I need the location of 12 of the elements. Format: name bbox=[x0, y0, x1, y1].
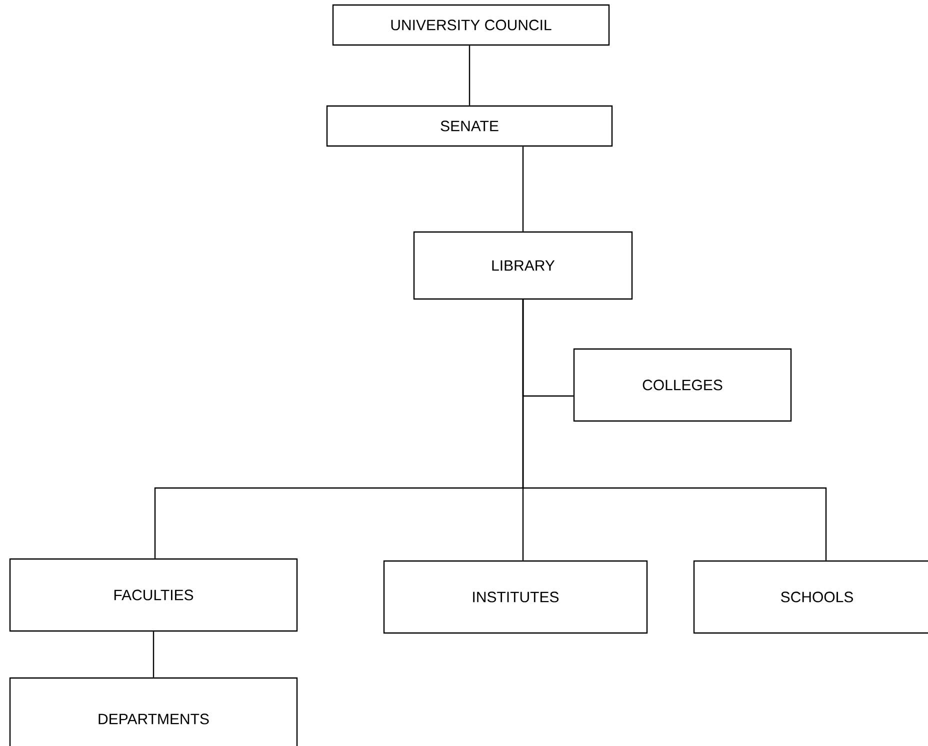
connector-line bbox=[152, 632, 154, 678]
org-box: FACULTIES bbox=[9, 558, 298, 632]
connector-line bbox=[522, 146, 524, 232]
org-box: SENATE bbox=[326, 105, 613, 147]
org-box: DEPARTMENTS bbox=[9, 677, 298, 746]
org-box: SCHOOLS bbox=[693, 560, 928, 634]
org-box: COLLEGES bbox=[573, 348, 792, 422]
org-box: UNIVERSITY COUNCIL bbox=[332, 4, 610, 46]
connector-line bbox=[468, 46, 470, 106]
connector-line bbox=[522, 300, 827, 560]
org-box: LIBRARY bbox=[413, 231, 633, 300]
org-box: INSTITUTES bbox=[383, 560, 648, 634]
